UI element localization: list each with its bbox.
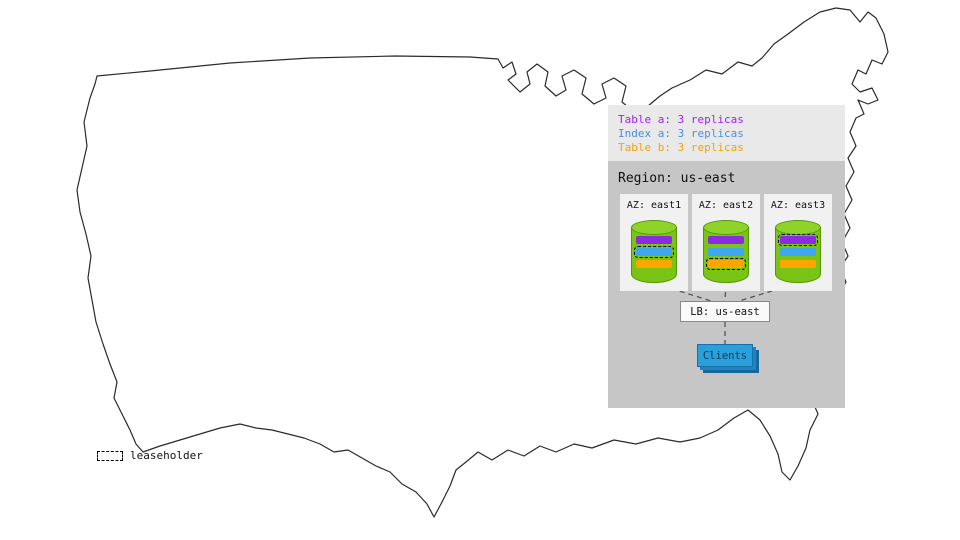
database-cylinder-east3 [775,220,821,283]
replica-index-a [780,248,816,256]
load-balancer-box: LB: us-east [680,301,770,322]
az-east2: AZ: east2 [692,194,760,291]
replica-table-b [636,260,672,268]
leaseholder-key: leaseholder [97,449,203,462]
cylinder-top [703,220,749,235]
az-east1-label: AZ: east1 [626,200,682,211]
region-us-east: Region: us-east AZ: east1 [608,161,845,408]
az-east1: AZ: east1 [620,194,688,291]
replica-table-b [780,260,816,268]
replica-legend: Table a: 3 replicas Index a: 3 replicas … [608,105,845,161]
replica-index-a [708,248,744,256]
replica-table-a [636,236,672,244]
leaseholder-key-label: leaseholder [130,449,203,462]
replica-table-a-leaseholder [778,234,818,246]
az-row: AZ: east1 AZ: east2 [620,194,833,291]
database-cylinder-east1 [631,220,677,283]
topology-diagram: Table a: 3 replicas Index a: 3 replicas … [608,105,845,408]
az-east3: AZ: east3 [764,194,832,291]
legend-table-a: Table a: 3 replicas [618,113,744,126]
legend-table-b: Table b: 3 replicas [618,141,744,154]
leaseholder-dashed-box-icon [97,450,123,461]
az-east3-label: AZ: east3 [770,200,826,211]
replica-index-a-leaseholder [634,246,674,258]
cylinder-top [631,220,677,235]
replica-table-a [708,236,744,244]
region-title: Region: us-east [618,171,736,186]
az-east2-label: AZ: east2 [698,200,754,211]
legend-index-a: Index a: 3 replicas [618,127,744,140]
replica-table-b-leaseholder [706,258,746,270]
clients-box: Clients [697,344,753,367]
database-cylinder-east2 [703,220,749,283]
cylinder-top [775,220,821,235]
